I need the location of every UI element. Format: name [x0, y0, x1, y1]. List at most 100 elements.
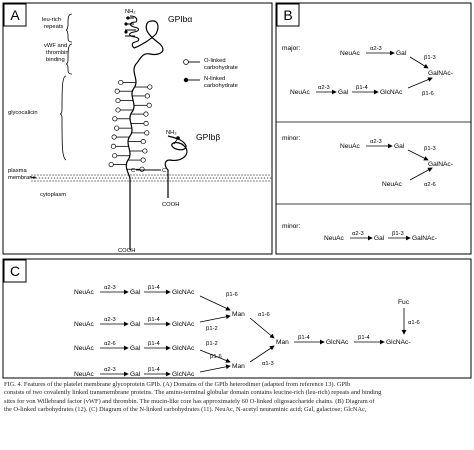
membrane-dot [139, 174, 141, 176]
b-major-link-5: β1-6 [422, 91, 434, 97]
membrane-dot [262, 180, 264, 182]
membrane-dot [173, 177, 176, 179]
membrane-dot [269, 177, 272, 179]
membrane-dot [214, 174, 216, 176]
membrane-pointer [29, 176, 37, 179]
membrane-dot [106, 180, 108, 182]
membrane-dot [217, 180, 219, 182]
cys-alpha-label: C [131, 168, 135, 174]
membrane-dot [61, 174, 63, 176]
o-linked-icon [108, 161, 114, 168]
membrane-dot [235, 174, 237, 176]
membrane-dot [178, 180, 180, 182]
membrane-dot [157, 174, 159, 176]
o-linked-icon [147, 84, 153, 90]
c-fuc: Fuc [398, 299, 410, 306]
membrane-dot [55, 174, 57, 176]
c-r4-neuac: NeuAc [74, 371, 94, 378]
major-label: major: [282, 45, 300, 52]
b-major-link-2: β1-3 [424, 55, 436, 61]
membrane-dot [194, 177, 197, 179]
membrane-dot [67, 174, 69, 176]
membrane-dot [41, 177, 44, 179]
membrane-dot [115, 174, 117, 176]
membrane-dot [215, 177, 218, 179]
membrane-dot [169, 180, 171, 182]
membrane-dot [34, 174, 36, 176]
beta-n-glycan-stem [173, 137, 179, 145]
membrane-dot [244, 174, 246, 176]
c-man-upper-arrow [249, 317, 275, 339]
membrane-dot [133, 180, 135, 182]
membrane-dot [220, 174, 222, 176]
membrane-dot [65, 177, 68, 179]
membrane-dot [47, 177, 50, 179]
membrane-dot [235, 180, 237, 182]
membrane-dot [46, 174, 48, 176]
c-r1-link-1: α2-3 [104, 285, 116, 291]
c-r2-link-3: β1-2 [206, 326, 218, 332]
panel-a-letter: A [10, 7, 20, 23]
c-man-core: Man [276, 339, 289, 346]
membrane-dot [187, 180, 189, 182]
membrane-dot [170, 177, 173, 179]
b-minor1-gal: Gal [394, 143, 405, 150]
membrane-dot [53, 177, 56, 179]
membrane-dot [82, 174, 84, 176]
membrane-dot [218, 177, 221, 179]
membrane-dot [94, 180, 96, 182]
membrane-dot [109, 180, 111, 182]
membrane-dot [229, 174, 231, 176]
membrane-dot [46, 180, 48, 182]
membrane-dot [155, 177, 158, 179]
plasma-membrane-label: plasma membrane [8, 168, 36, 181]
membrane-dot [97, 174, 99, 176]
b-minor2-neuac: NeuAc [324, 235, 344, 242]
c-man-lower-arrow [249, 345, 275, 363]
membrane-dot [206, 177, 209, 179]
o-linked-icon [112, 153, 118, 159]
membrane-dot [151, 174, 153, 176]
membrane-dot [115, 180, 117, 182]
membrane-dot [86, 177, 89, 179]
membrane-dot [140, 177, 143, 179]
minor-label-1: minor: [282, 135, 300, 142]
b-major-arrow-2 [409, 56, 429, 69]
membrane-dot [37, 174, 39, 176]
membrane-dot [64, 180, 66, 182]
o-linked-legend-icon [183, 59, 189, 65]
membrane-dot [241, 174, 243, 176]
membrane-dot [253, 180, 255, 182]
membrane-dot [146, 177, 149, 179]
b-minor1-link-2: β1-3 [424, 146, 436, 152]
membrane-dot [149, 177, 152, 179]
membrane-dot [184, 180, 186, 182]
membrane-dot [143, 177, 146, 179]
membrane-dot [125, 177, 128, 179]
membrane-dot [169, 174, 171, 176]
membrane-dot [172, 180, 174, 182]
c-r1-link-3: β1-6 [226, 292, 238, 298]
membrane-dot [232, 174, 234, 176]
membrane-dot [76, 174, 78, 176]
membrane-dot [196, 180, 198, 182]
o-linked-icon [143, 111, 149, 117]
membrane-dot [142, 174, 144, 176]
o-linked-legend-label: O-linked carbohydrate [204, 58, 238, 71]
membrane-dot [184, 174, 186, 176]
c-man-upper-link: α1-6 [258, 312, 270, 318]
b-major-galnac: GalNAc- [428, 70, 453, 77]
membrane-dot [137, 177, 140, 179]
b-major-link-4: β1-4 [356, 85, 368, 91]
leu-dot-2 [124, 22, 128, 26]
membrane-dot [106, 174, 108, 176]
membrane-dot [55, 180, 57, 182]
c-r3-link-2: β1-4 [148, 341, 160, 347]
o-linked-icon [115, 98, 121, 104]
c-r4-link-3: β1-6 [210, 354, 222, 360]
o-linked-icon [112, 116, 118, 122]
membrane-dot [175, 180, 177, 182]
membrane-dot [134, 177, 137, 179]
b-minor2-link-1: α2-3 [352, 231, 364, 237]
gpib-alpha-label: GPIbα [168, 14, 192, 24]
